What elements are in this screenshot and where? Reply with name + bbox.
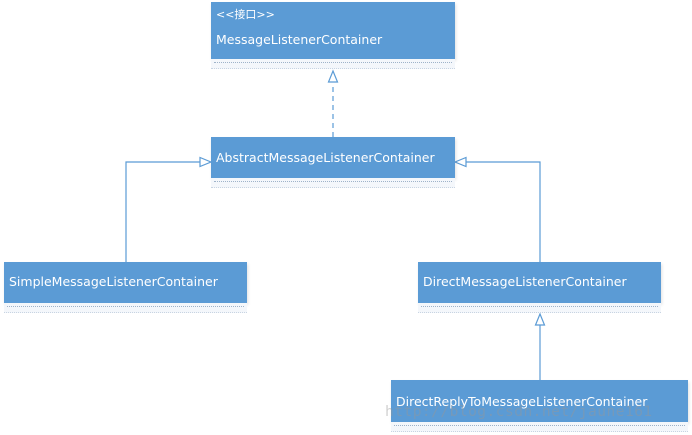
class-name: MessageListenerContainer [216, 32, 383, 47]
direct-generalization-line [466, 161, 541, 262]
class-message-listener-container[interactable]: <<接口>> MessageListenerContainer [211, 2, 455, 59]
interface-stereotype: <<接口>> [216, 8, 275, 21]
class-compartment [211, 59, 455, 69]
class-compartment [211, 178, 455, 188]
class-direct-reply-to-message-listener-container[interactable]: DirectReplyToMessageListenerContainer [391, 380, 688, 422]
simple-generalization-arrowhead [199, 156, 213, 168]
class-name: DirectMessageListenerContainer [423, 274, 627, 289]
class-compartment [4, 303, 247, 313]
class-direct-message-listener-container[interactable]: DirectMessageListenerContainer [418, 262, 661, 303]
class-abstract-message-listener-container[interactable]: AbstractMessageListenerContainer [211, 137, 455, 178]
simple-generalization-line [125, 161, 200, 262]
direct-generalization-arrowhead [453, 156, 467, 168]
watermark-text: http://blog.csdn.net/jaune161 [385, 404, 653, 420]
class-compartment [418, 303, 661, 313]
class-compartment [391, 422, 688, 432]
class-name: SimpleMessageListenerContainer [9, 274, 218, 289]
class-simple-message-listener-container[interactable]: SimpleMessageListenerContainer [4, 262, 247, 303]
class-name: AbstractMessageListenerContainer [216, 150, 435, 165]
class-name: DirectReplyToMessageListenerContainer [396, 394, 648, 409]
direct-reply-generalization-arrowhead [534, 312, 546, 326]
realization-arrowhead [327, 69, 339, 83]
